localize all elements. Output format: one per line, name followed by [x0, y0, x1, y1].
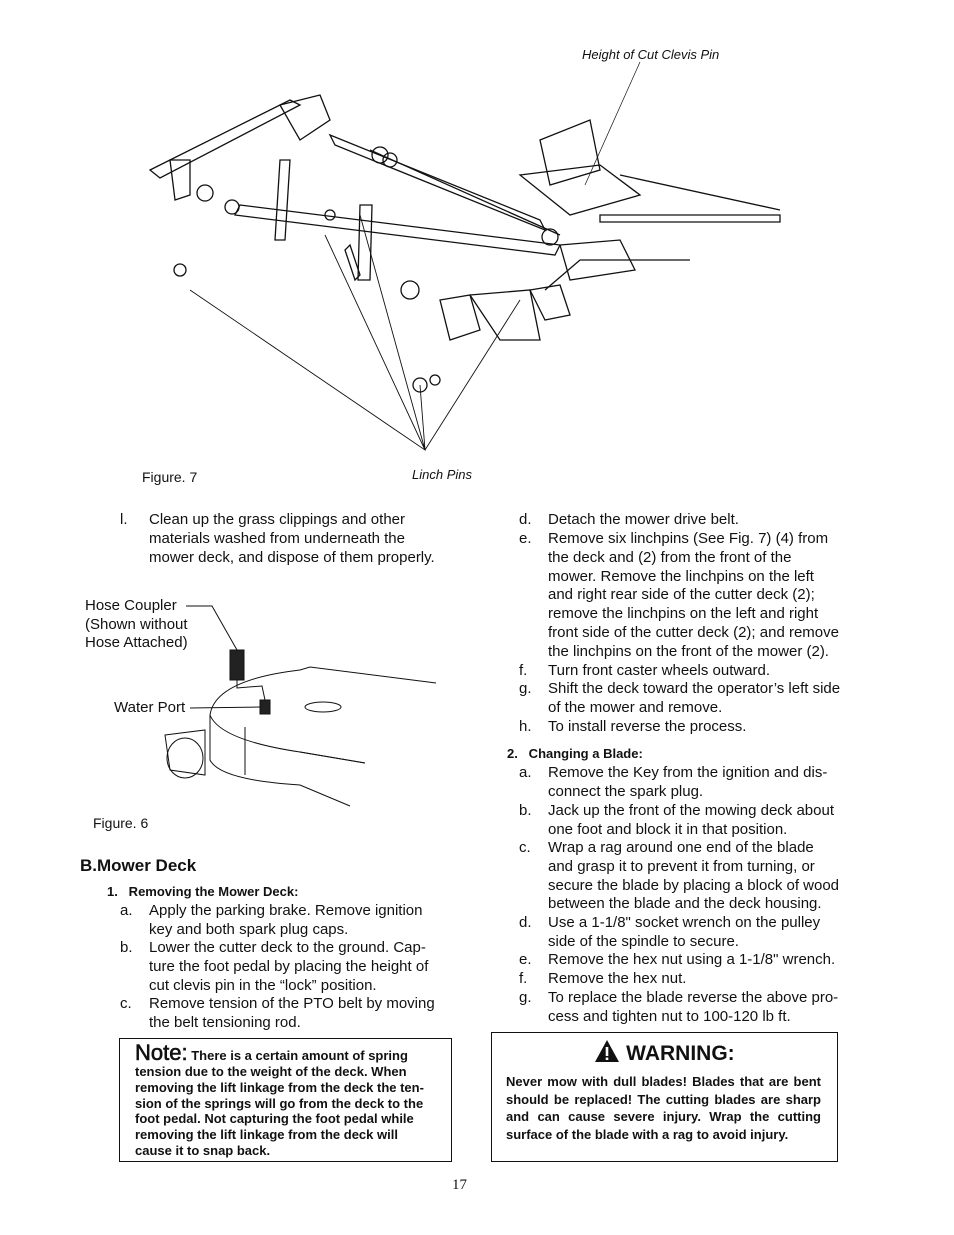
- label-water-port: Water Port: [114, 699, 186, 716]
- subsection-heading-removing-deck: 1. Removing the Mower Deck:: [107, 884, 299, 899]
- step-text: Clean up the grass clippings and other m…: [149, 511, 435, 566]
- warning-text: Never mow with dull blades! Blades that …: [506, 1074, 821, 1142]
- step-letter: b.: [519, 802, 532, 819]
- step-letter: d.: [519, 511, 532, 528]
- step-letter: g.: [519, 989, 532, 1006]
- step-text: Apply the parking brake. Remove ignition…: [149, 902, 423, 938]
- step-letter: l.: [120, 511, 128, 528]
- figure-7-caption: Figure. 7: [142, 469, 198, 485]
- step-text: Wrap a rag around one end of the blade a…: [548, 839, 840, 913]
- step-text: Detach the mower drive belt.: [548, 511, 739, 528]
- step-letter: f.: [519, 970, 528, 987]
- step-text: Use a 1-1/8" socket wrench on the pulley…: [548, 914, 821, 950]
- warning-triangle-icon: [595, 1040, 620, 1062]
- step-text: To install reverse the process.: [548, 718, 747, 735]
- figure-6-caption: Figure. 6: [93, 815, 149, 831]
- step-letter: c.: [519, 839, 531, 856]
- step-letter: f.: [519, 662, 528, 679]
- step-text: Turn front caster wheels outward.: [548, 662, 771, 679]
- step-letter: b.: [120, 939, 133, 956]
- label-height-of-cut-clevis-pin: Height of Cut Clevis Pin: [582, 47, 720, 62]
- step-text: Remove the hex nut using a 1-1/8" wrench…: [548, 951, 836, 968]
- step-text: Shift the deck toward the operator’s lef…: [548, 680, 841, 716]
- warning-box: WARNING: Never mow with dull blades! Bla…: [491, 1032, 838, 1162]
- label-linch-pins: Linch Pins: [412, 467, 472, 482]
- step-text: To replace the blade reverse the above p…: [548, 989, 839, 1025]
- step-letter: a.: [519, 764, 532, 781]
- step-text: Lower the cutter deck to the ground. Cap…: [149, 939, 429, 994]
- step-letter: c.: [120, 995, 132, 1012]
- step-letter: d.: [519, 914, 532, 931]
- label-hose-coupler: Hose Coupler (Shown without Hose Attache…: [85, 597, 188, 651]
- page-number: 17: [452, 1177, 467, 1193]
- step-letter: e.: [519, 530, 532, 547]
- step-text: Remove the Key from the ignition and dis…: [548, 764, 828, 800]
- step-letter: g.: [519, 680, 532, 697]
- figure-7-lift-linkage-diagram: [148, 61, 781, 452]
- subsection-heading-changing-blade: 2. Changing a Blade:: [507, 746, 643, 761]
- section-heading: B.Mower Deck: [80, 856, 197, 875]
- note-first-line: There is a certain amount of spring: [191, 1048, 408, 1063]
- step-text: Remove six linchpins (See Fig. 7) (4) fr…: [548, 530, 839, 660]
- warning-title: WARNING:: [626, 1042, 735, 1065]
- note-box: Note: There is a certain amount of sprin…: [119, 1038, 452, 1162]
- step-letter: a.: [120, 902, 133, 919]
- step-letter: h.: [519, 718, 532, 735]
- step-text: Remove the hex nut.: [548, 970, 687, 987]
- step-text: Jack up the front of the mowing deck abo…: [548, 802, 835, 838]
- step-text: Remove tension of the PTO belt by moving…: [149, 995, 435, 1031]
- note-title: Note:: [135, 1040, 188, 1066]
- note-text: tension due to the weight of the deck. W…: [135, 1064, 424, 1158]
- step-letter: e.: [519, 951, 532, 968]
